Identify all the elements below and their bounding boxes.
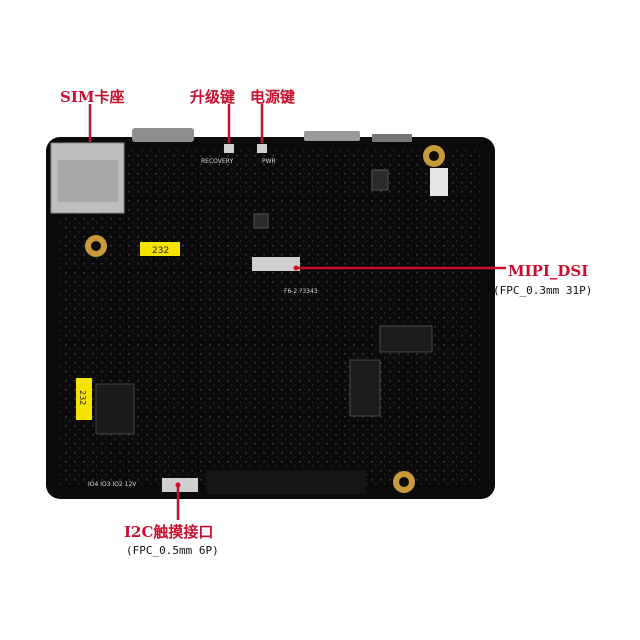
silk-232-left: 232 (78, 390, 87, 405)
i2c-touch-label: I2C触摸接口 (124, 523, 214, 541)
sim-slot-inner (58, 160, 118, 202)
upgrade-button (224, 144, 234, 153)
power-button (257, 144, 267, 153)
i2c-touch-spec: (FPC_0.5mm 6P) (126, 544, 219, 557)
mipi-dsi-label: MIPI_DSI (508, 262, 589, 280)
top-connector (372, 134, 412, 142)
sim-slot-label: SIM卡座 (60, 88, 125, 106)
silk-pwr: PWR (262, 158, 276, 165)
hdmi-connector (304, 131, 360, 141)
silk-232-top: 232 (152, 246, 169, 256)
power-button-label: 电源键 (250, 88, 296, 106)
mipi-fpc-connector (252, 257, 300, 271)
silk-board-id: F6-2 ?3343 (284, 288, 318, 295)
silk-232-top-bg (140, 242, 180, 256)
upgrade-button-label: 升级键 (190, 88, 236, 106)
silk-gpio-top: IO4 IO3 IO2 12V (88, 481, 137, 488)
mipi-dsi-spec: (FPC_0.3mm 31P) (493, 284, 593, 297)
silk-recovery: RECOVERY (201, 158, 233, 165)
usb-c-connector (132, 128, 194, 142)
gpio-header (206, 470, 366, 494)
silk-232-left-bg (76, 378, 92, 420)
chip (379, 325, 433, 353)
